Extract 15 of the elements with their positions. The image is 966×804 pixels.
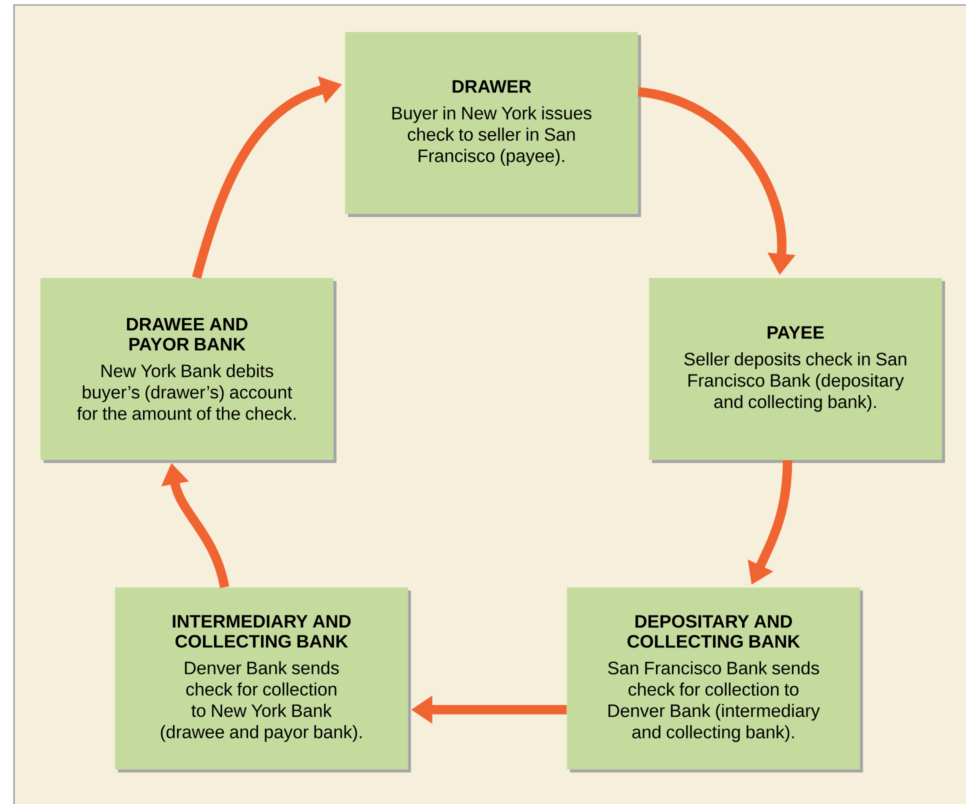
process-box <box>345 32 641 217</box>
box-text: San Francisco Bank sends check for collection to Denver Bank (intermediary and collecting bank). <box>608 661 820 742</box>
process-box <box>567 588 863 772</box>
process-box <box>115 588 411 772</box>
box-text: Buyer in New York issues check to seller in San Francisco (payee). <box>392 106 592 166</box>
box-heading: PAYEE <box>768 326 824 339</box>
process-box <box>40 278 336 463</box>
box-heading: INTERMEDIARY AND COLLECTING BANK <box>172 615 351 648</box>
box-text: Seller deposits check in San Francisco Bank (depositary and collecting bank). <box>684 352 906 412</box>
process-box <box>649 278 945 463</box>
box-heading: DRAWEE AND PAYOR BANK <box>127 318 248 351</box>
box-heading: DRAWER <box>452 80 532 93</box>
box-text: Denver Bank sends check for collection to New York Bank (drawee and payor bank). <box>160 661 362 742</box>
box-text: New York Bank debits buyer’s (drawer’s) account for the amount of the check. <box>77 364 296 420</box>
box-heading: DEPOSITARY AND COLLECTING BANK <box>628 615 800 648</box>
